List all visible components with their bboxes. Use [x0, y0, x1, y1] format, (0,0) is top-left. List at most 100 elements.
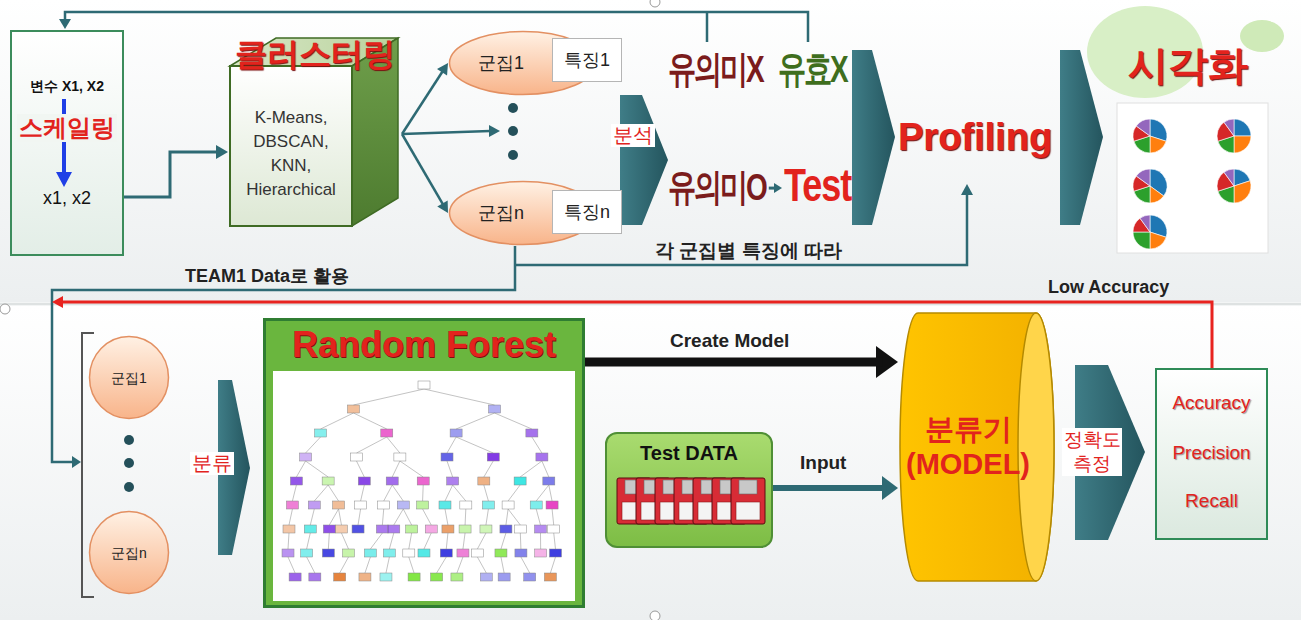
node-text: 군집1	[478, 53, 524, 74]
feedback-head	[59, 19, 71, 29]
ellipsis-dot	[124, 435, 134, 445]
tree-node	[283, 525, 295, 533]
tree-node	[447, 477, 459, 485]
cluster-circle: 군집1	[88, 335, 170, 420]
tree-branch	[409, 557, 414, 573]
note-label: Low Accuracy	[1048, 277, 1169, 298]
tree-branch	[447, 437, 456, 453]
tree-node	[364, 549, 376, 557]
feedback-line	[706, 12, 709, 42]
node-text: K-Means, DBSCAN, KNN, Hierarchical	[236, 106, 346, 202]
tree-branch	[289, 509, 292, 525]
tree-branch	[386, 557, 389, 573]
pie-wedge	[1133, 232, 1150, 249]
tree-branch	[400, 461, 423, 477]
tree-node	[282, 549, 294, 557]
tree-branch	[306, 437, 321, 453]
tree-branch	[328, 485, 338, 501]
tree-branch	[365, 557, 370, 573]
tree-branch	[314, 485, 328, 501]
tree-branch	[508, 485, 520, 501]
tree-branch	[457, 557, 463, 573]
node-text: 분류기 (MODEL)	[900, 412, 1036, 482]
tree-node	[342, 549, 354, 557]
tree-node	[300, 453, 312, 461]
tree-node	[406, 525, 418, 533]
tree-node	[526, 429, 538, 437]
pie-charts	[1133, 119, 1251, 249]
flow-line-head	[961, 184, 973, 195]
step-label: 정확도 측정	[1062, 428, 1122, 476]
connector-line	[124, 152, 220, 197]
tree-node	[347, 405, 359, 413]
tree-branch	[536, 509, 540, 525]
tree-node	[459, 525, 471, 533]
stage-title: Profiling	[898, 116, 1052, 160]
tree-branch	[463, 533, 465, 549]
tree-branch	[495, 413, 532, 429]
tree-branch	[521, 557, 530, 573]
node-text: 특징n	[564, 202, 610, 223]
tree-node	[535, 549, 547, 557]
tree-node	[308, 501, 320, 509]
ellipsis-dot	[508, 126, 518, 136]
node-text: 군집n	[111, 544, 147, 560]
tree-node	[290, 477, 302, 485]
tree-node	[536, 453, 548, 461]
node-text: Test DATA	[640, 442, 738, 465]
tree-node	[322, 477, 334, 485]
tree-branch	[477, 533, 486, 549]
tree-branch	[423, 509, 432, 525]
tree-node	[289, 573, 301, 581]
tree-node	[304, 525, 316, 533]
tree-node	[408, 573, 420, 581]
tree-branch	[292, 485, 296, 501]
flow-line-head	[72, 456, 81, 468]
tree-node	[549, 549, 561, 557]
tree-branch	[486, 509, 488, 525]
tree-branch	[307, 557, 315, 573]
connector-arrow	[124, 145, 228, 197]
tree-node	[355, 501, 367, 509]
bottom-panel	[0, 306, 1301, 620]
floppy-shutter	[739, 480, 757, 494]
tree-branch	[389, 533, 393, 549]
tree-branch	[465, 509, 467, 525]
tree-node	[358, 477, 370, 485]
node-text: Recall	[1185, 490, 1238, 512]
tree-branch	[484, 461, 493, 477]
tree-node	[478, 477, 490, 485]
note-label: 각 군집별 특징에 따라	[655, 240, 842, 262]
chevron-arrow	[852, 50, 895, 225]
tree-branch	[358, 509, 361, 525]
tree-node	[352, 525, 364, 533]
tree-branch	[552, 509, 554, 525]
node-text: Accuracy	[1172, 392, 1250, 414]
tree-branch	[549, 485, 552, 501]
tree-branch	[456, 437, 493, 453]
tree-branch	[392, 485, 403, 501]
node-text: Random Forest	[292, 324, 556, 365]
tree-node	[322, 549, 334, 557]
tree-node	[487, 453, 499, 461]
feedback-line	[65, 12, 808, 42]
node-text: Precision	[1172, 442, 1250, 464]
tree-node	[286, 501, 298, 509]
cube-front	[230, 66, 352, 226]
ellipsis-dot	[124, 458, 134, 468]
tree-node	[514, 477, 526, 485]
chevron-arrow	[1060, 50, 1103, 225]
model-cylinder: 분류기 (MODEL)	[898, 312, 1056, 582]
tree-node	[442, 525, 454, 533]
input-box: 변수 X1, X2스케일링x1, x2	[10, 30, 124, 256]
tree-branch	[321, 413, 354, 429]
tree-node	[502, 501, 514, 509]
pie-wedge	[1150, 136, 1166, 153]
edge-label: Create Model	[670, 330, 789, 352]
connector-arrow	[402, 134, 448, 213]
tree-node	[334, 573, 346, 581]
connector-line	[402, 69, 444, 134]
step-label: 분석	[611, 124, 655, 147]
tree-branch	[409, 533, 412, 549]
connector-line	[402, 134, 444, 206]
